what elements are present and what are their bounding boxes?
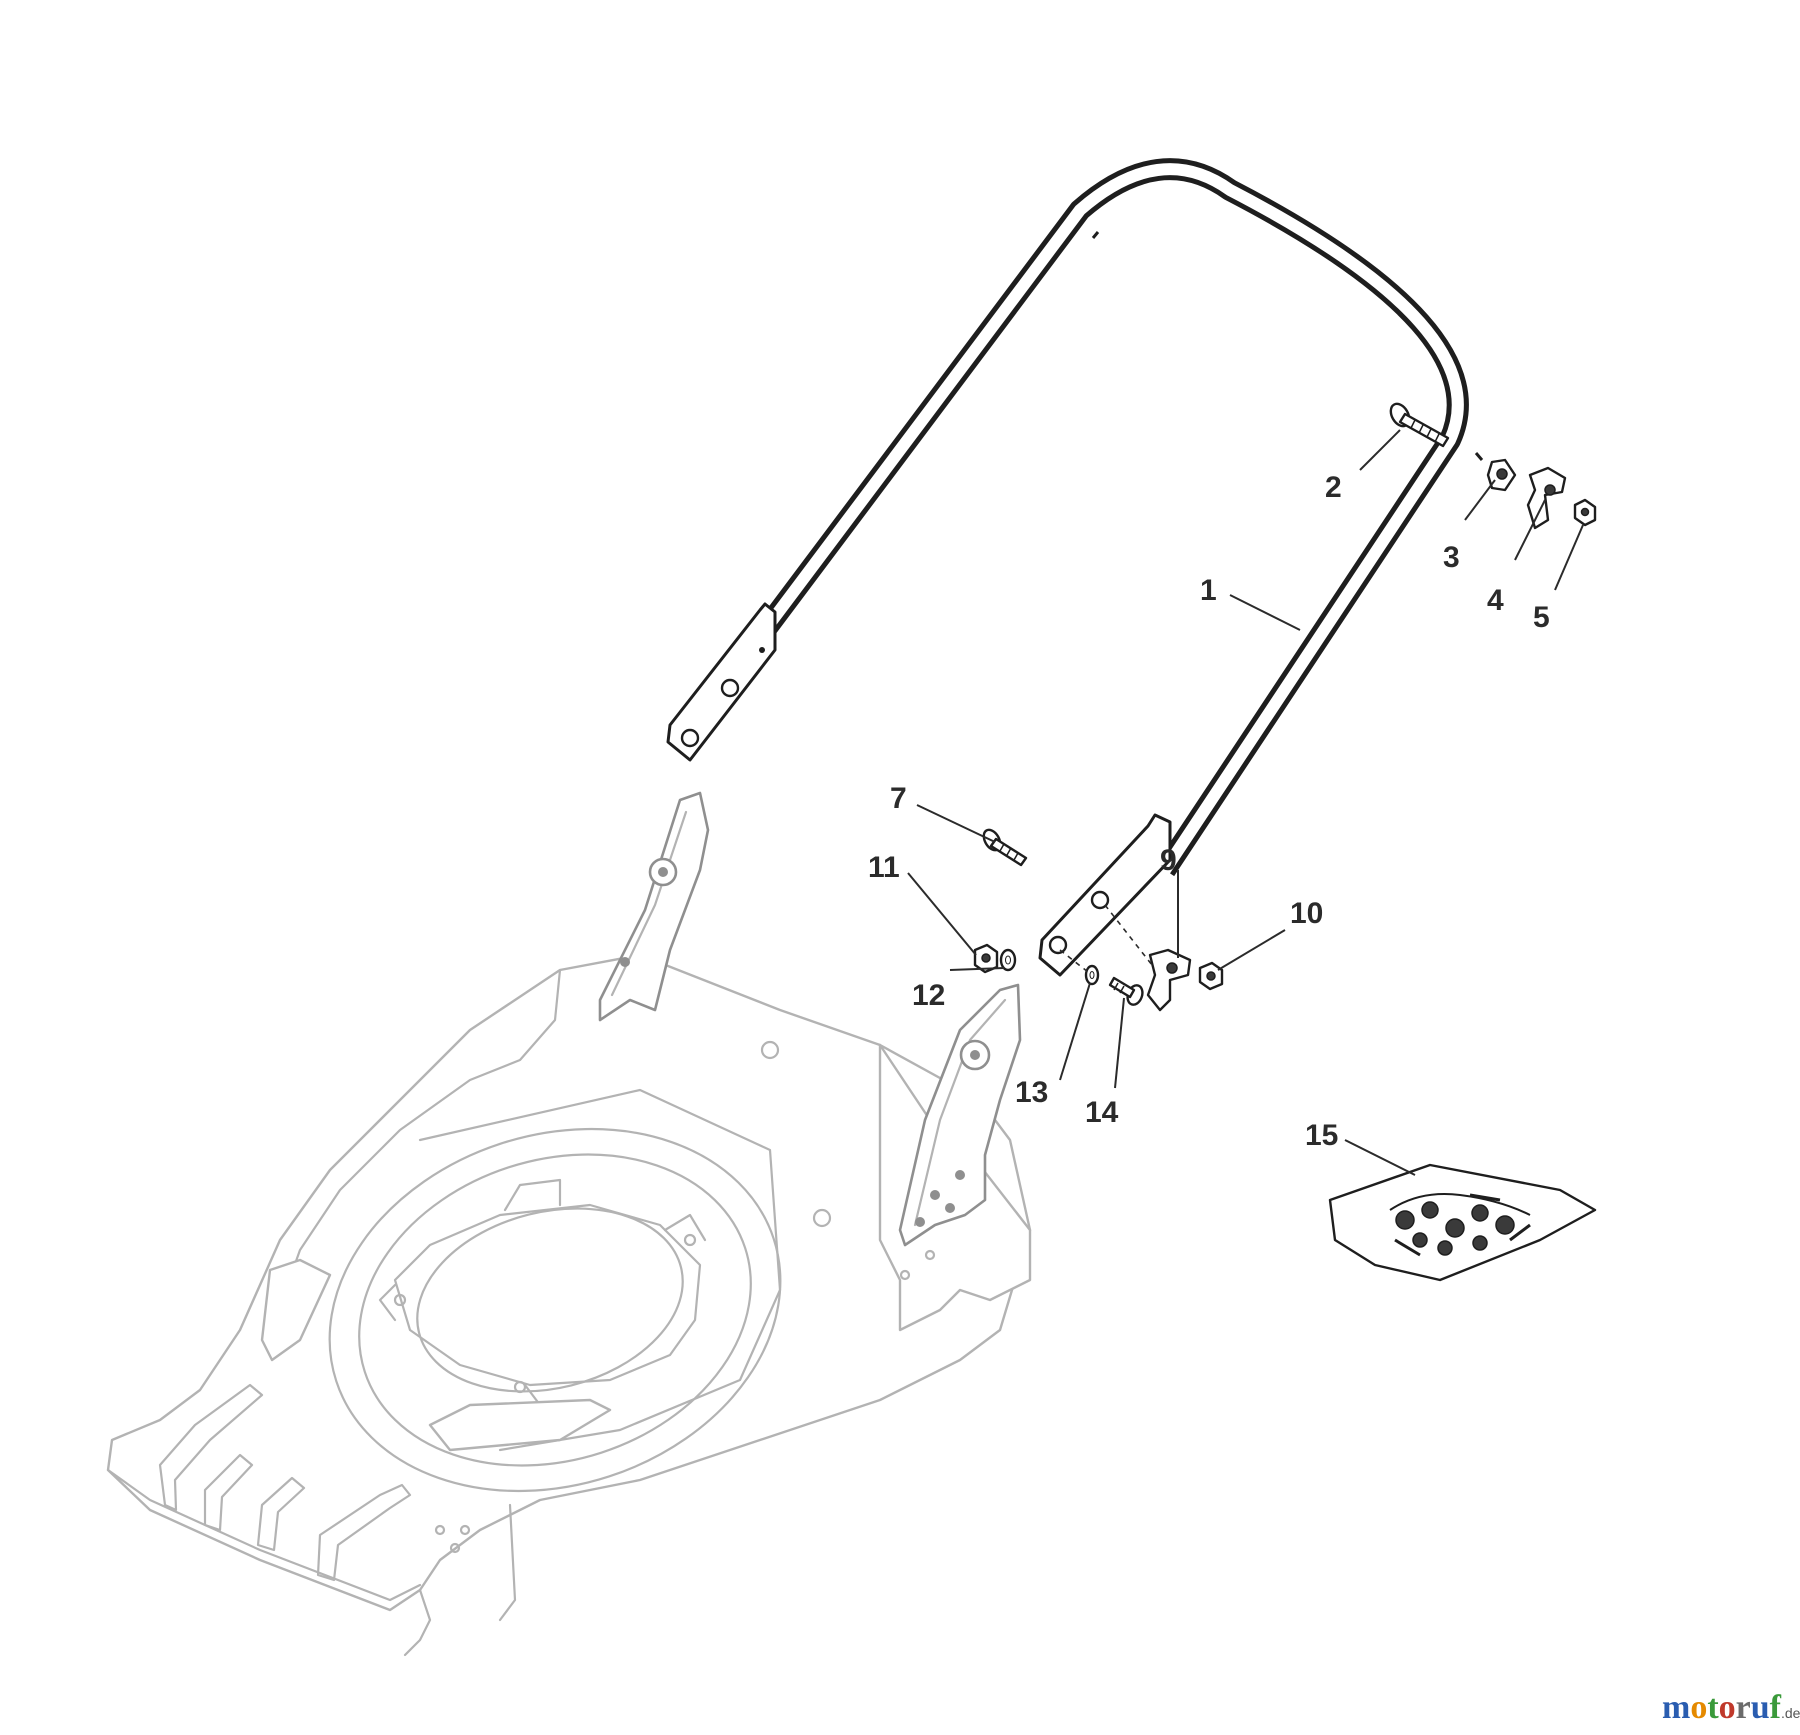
nut-part-10 [1198,961,1224,991]
callout-14: 14 [1085,1096,1119,1129]
mower-deck [106,953,1032,1657]
callout-1: 1 [1200,574,1217,607]
cam-part-3 [1486,458,1517,492]
leader-lines [907,429,1584,1176]
bolt-part-14 [1108,976,1144,1006]
assembly-line-upper [1104,904,1153,966]
callout-11: 11 [868,851,900,884]
hardware-bag-part-15 [1328,1163,1597,1282]
svg-text:motoruf.de: motoruf.de [1662,1689,1800,1726]
callout-12: 12 [912,979,945,1012]
nut-part-11 [973,943,999,974]
callout-5: 5 [1533,601,1550,634]
watermark-suffix: .de [1781,1705,1800,1721]
watermark-letter-o2: o [1719,1689,1736,1726]
bolt-part-7 [982,828,1028,867]
callout-10: 10 [1290,897,1323,930]
right-handle-bracket [898,983,1022,1247]
knob-part-4 [1526,466,1567,530]
washer-part-12 [999,948,1017,972]
callout-13: 13 [1015,1076,1048,1109]
washer-part-13 [1084,964,1100,986]
callout-9: 9 [1160,844,1177,877]
watermark-letter-m: m [1662,1689,1690,1726]
nut-part-5 [1573,498,1597,527]
watermark-letter-r: r [1736,1689,1751,1726]
callout-labels: 1 2 3 4 5 7 9 10 11 12 13 14 15 [868,471,1550,1152]
callout-7: 7 [890,782,907,815]
callout-2: 2 [1325,471,1342,504]
watermark-letter-u: u [1751,1689,1770,1726]
knob-part-9 [1146,948,1192,1012]
callout-4: 4 [1487,584,1504,617]
watermark-letter-o1: o [1690,1689,1707,1726]
callout-3: 3 [1443,541,1460,574]
left-handle-bracket [598,791,710,1022]
handle-bar [666,158,1484,977]
callout-15: 15 [1305,1119,1338,1152]
motoruf-watermark: motoruf.de [1662,1689,1800,1726]
watermark-letter-t: t [1707,1689,1719,1726]
bolt-part-2 [1389,402,1450,448]
watermark-letter-f: f [1770,1689,1782,1726]
